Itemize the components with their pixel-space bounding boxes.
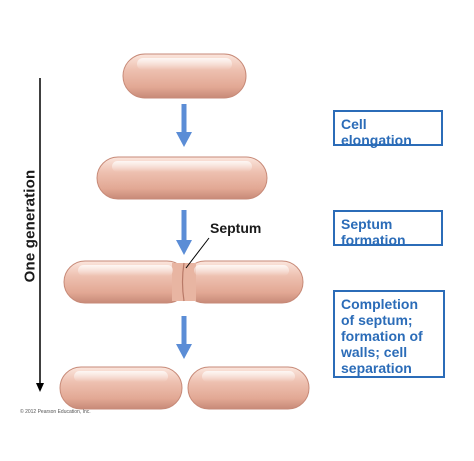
stage-box-line: formation of [341, 328, 423, 344]
down-arrow-3 [176, 316, 192, 359]
cell-stage-4-left [59, 366, 183, 410]
cell-stage-2 [96, 156, 268, 200]
stage-box-line: Septum [341, 216, 393, 232]
timeline-arrowhead [36, 383, 44, 392]
septum-label: Septum [210, 220, 262, 236]
stage-box-line: Cell [341, 116, 367, 132]
cell-stage-4-right [187, 366, 310, 410]
stage-box-line: elongation [341, 132, 412, 148]
stage-box-line: of septum; [341, 312, 413, 328]
stage-box-line: formation [341, 232, 406, 248]
down-arrow-2 [176, 210, 192, 255]
stage-box-completion: Completion of septum; formation of walls… [333, 290, 445, 378]
generation-label: One generation [10, 163, 50, 288]
septum-pointer-line [185, 237, 210, 269]
cell-stage-3 [63, 260, 304, 304]
cell-stage-1 [122, 53, 247, 99]
stage-box-line: separation [341, 360, 412, 376]
copyright-notice: © 2012 Pearson Education, Inc. [20, 409, 91, 415]
stage-box-cell-elongation: Cell elongation [333, 110, 443, 148]
stage-box-line: walls; cell [341, 344, 408, 360]
stage-box-septum-formation: Septum formation [333, 210, 443, 248]
generation-label-text: One generation [21, 169, 39, 282]
down-arrow-1 [176, 104, 192, 147]
stage-box-line: Completion [341, 296, 418, 312]
